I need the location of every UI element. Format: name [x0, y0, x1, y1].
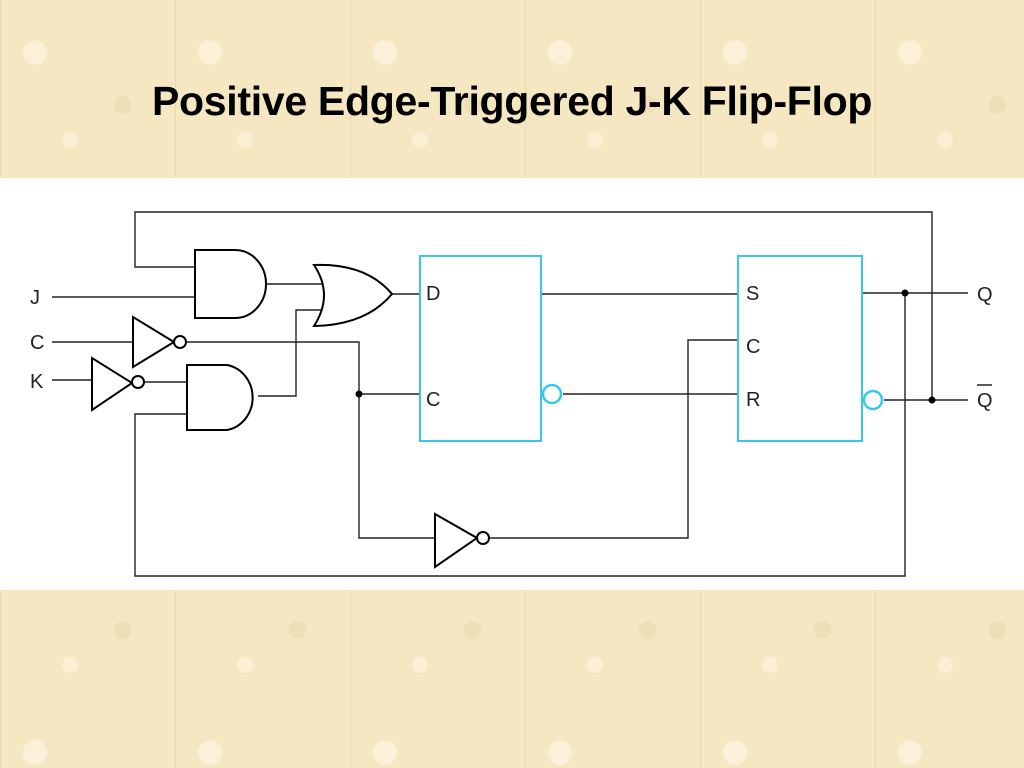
clock-inverter-gate-bottom: [434, 512, 479, 569]
sr-flipflop-box: [737, 255, 863, 442]
sr-ff-label-c: C: [746, 336, 760, 358]
wires: [52, 211, 968, 577]
input-label-k: K: [30, 371, 44, 393]
clock-sr-ff-wire: [489, 339, 738, 539]
circuit-diagram: J C K D C S C R Q Q: [30, 211, 993, 577]
input-label-j: J: [30, 287, 40, 309]
clock-inverter-bubble-bottom: [476, 531, 490, 545]
page-title: Positive Edge-Triggered J-K Flip-Flop: [152, 78, 873, 124]
feedback-wire-qbar: [134, 211, 933, 400]
output-label-q-bar: Q: [977, 390, 993, 412]
output-label-q: Q: [977, 284, 993, 306]
junction-dot: [928, 396, 936, 404]
d-flipflop-qbar-bubble: [541, 383, 563, 405]
circuit-diagram-panel: J C K D C S C R Q Q: [0, 178, 1024, 590]
d-flipflop-box: [419, 255, 542, 442]
k-inverter-bubble: [131, 375, 145, 389]
sr-flipflop-qbar-bubble: [862, 389, 884, 411]
clock-inverter-gate: [132, 315, 176, 369]
d-ff-label-c: C: [426, 389, 440, 411]
or-gate: [312, 263, 394, 328]
feedback-wire-q: [134, 293, 906, 577]
k-inverter-gate: [91, 356, 134, 412]
junction-dot: [355, 390, 363, 398]
input-label-c: C: [30, 332, 44, 354]
and-gate-top: [194, 249, 267, 319]
clock-inverter-bubble: [173, 335, 187, 349]
sr-ff-label-s: S: [746, 283, 759, 305]
and-gate-bottom: [186, 364, 254, 431]
d-ff-label-d: D: [426, 283, 440, 305]
sr-ff-label-r: R: [746, 389, 760, 411]
junction-dot: [901, 289, 909, 297]
and-bottom-out-wire: [258, 309, 322, 397]
clock-inverted-wire: [186, 341, 435, 539]
